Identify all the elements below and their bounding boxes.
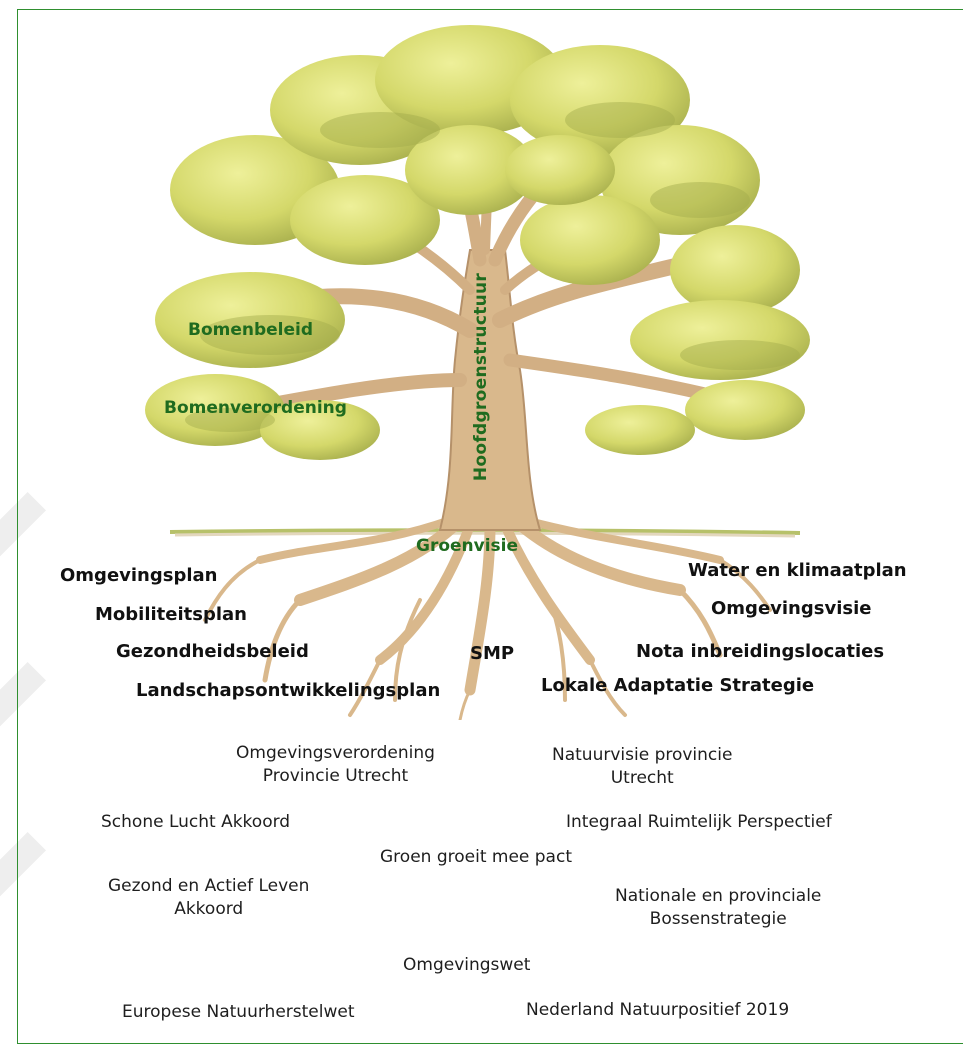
label-groenvisie: Groenvisie (416, 536, 519, 556)
label-water-en-klimaatplan: Water en klimaatplan (688, 560, 907, 581)
label-omgevingsverordening: Omgevingsverordening Provincie Utrecht (236, 743, 435, 786)
label-smp: SMP (470, 643, 515, 664)
label-europese-natuurherstelwet: Europese Natuurherstelwet (122, 1002, 355, 1022)
label-omgevingsplan: Omgevingsplan (60, 565, 218, 586)
label-gezond-en-actief-leven: Gezond en Actief Leven Akkoord (108, 876, 310, 919)
label-groen-groeit-mee-pact: Groen groeit mee pact (380, 847, 572, 867)
roots (203, 514, 772, 720)
label-integraal-ruimtelijk-perspectief: Integraal Ruimtelijk Perspectief (566, 812, 832, 832)
foliage-shadow (185, 102, 800, 432)
label-bomenverordening: Bomenverordening (164, 398, 347, 418)
label-bomenbeleid: Bomenbeleid (188, 320, 314, 340)
label-bossenstrategie: Nationale en provinciale Bossenstrategie (615, 886, 822, 929)
label-omgevingsvisie: Omgevingsvisie (711, 598, 872, 619)
label-omgevingswet: Omgevingswet (403, 955, 531, 975)
label-nederland-natuurpositief: Nederland Natuurpositief 2019 (526, 1000, 790, 1020)
tree-illustration (145, 25, 810, 720)
label-hoofdgroenstructuur: Hoofdgroenstructuur (471, 272, 491, 482)
label-gezondheidsbeleid: Gezondheidsbeleid (116, 641, 309, 662)
label-mobiliteitsplan: Mobiliteitsplan (95, 604, 247, 625)
label-lokale-adaptatie-strategie: Lokale Adaptatie Strategie (541, 675, 815, 696)
label-landschapsontwikkelingsplan: Landschapsontwikkelingsplan (136, 680, 441, 701)
label-schone-lucht-akkoord: Schone Lucht Akkoord (101, 812, 291, 832)
label-natuurvisie: Natuurvisie provincie Utrecht (552, 745, 733, 788)
label-nota-inbreidingslocaties: Nota inbreidingslocaties (636, 641, 885, 662)
foliage (145, 25, 810, 460)
